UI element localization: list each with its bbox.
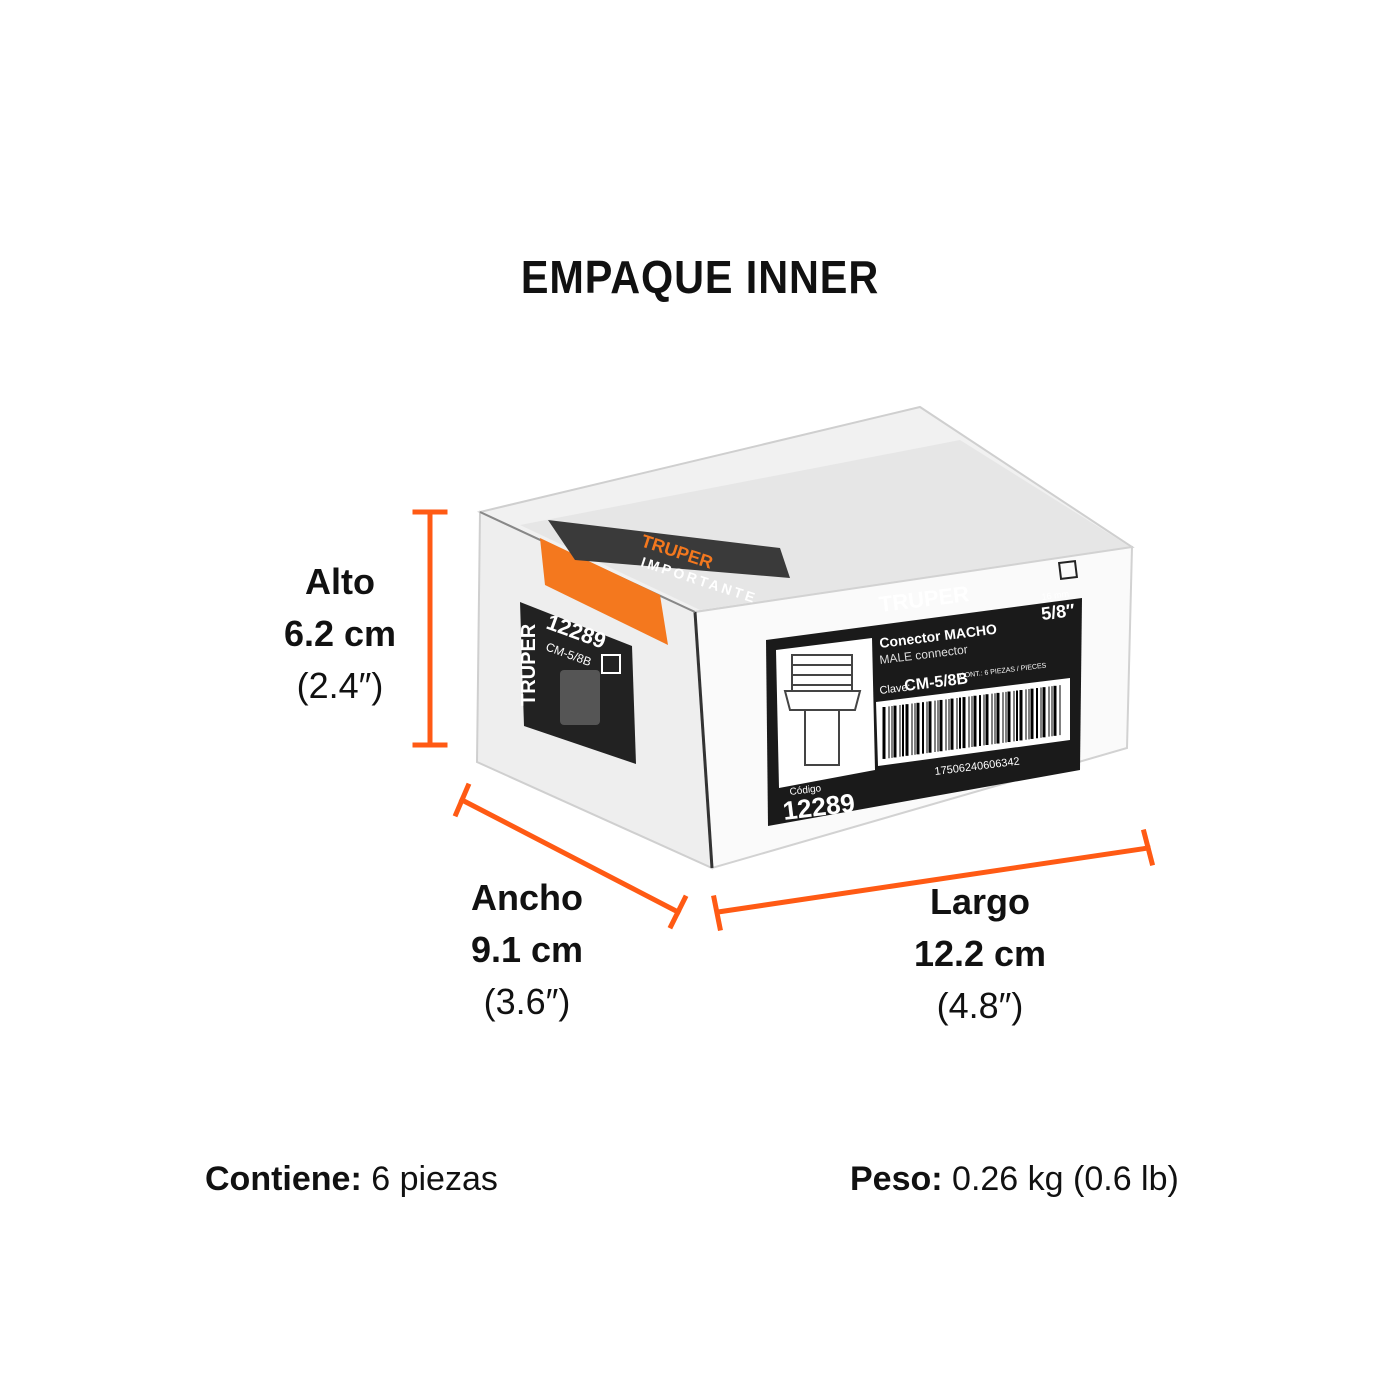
largo-metric: 12.2 cm xyxy=(913,933,1047,974)
orange-security-tape: TRUPER IMPORTANTE xyxy=(540,520,790,645)
contiene-info: Contiene: 6 piezas xyxy=(205,1160,498,1199)
peso-info: Peso: 0.26 kg (0.6 lb) xyxy=(850,1160,1179,1199)
ancho-dimension-line xyxy=(452,782,689,930)
contiene-value: 6 piezas xyxy=(371,1160,498,1198)
ancho-title: Ancho xyxy=(471,877,583,918)
label-codigo-label: Código xyxy=(789,783,822,798)
label-size-in: 5/8″ xyxy=(1040,600,1076,624)
alto-dimension-line xyxy=(412,509,448,748)
alto-metric: 6.2 cm xyxy=(283,613,397,654)
label-clave-label: Clave: xyxy=(879,681,911,697)
alto-imperial: (2.4″) xyxy=(296,665,384,706)
largo-label: Largo 12.2 cm (4.8″) xyxy=(870,876,1090,1032)
largo-title: Largo xyxy=(929,881,1030,922)
alto-label: Alto 6.2 cm (2.4″) xyxy=(240,556,440,712)
page-title: EMPAQUE INNER xyxy=(520,251,880,303)
ancho-imperial: (3.6″) xyxy=(483,981,571,1022)
alto-title: Alto xyxy=(305,561,375,602)
peso-label: Peso: xyxy=(850,1160,943,1198)
truper-logo-icon xyxy=(1057,559,1079,581)
largo-imperial: (4.8″) xyxy=(936,985,1024,1026)
peso-value: 0.26 kg (0.6 lb) xyxy=(952,1160,1179,1198)
side-brand: TRUPER xyxy=(518,623,540,706)
largo-dimension-line xyxy=(711,828,1156,931)
ancho-metric: 9.1 cm xyxy=(470,929,584,970)
contiene-label: Contiene: xyxy=(205,1160,362,1198)
ancho-label: Ancho 9.1 cm (3.6″) xyxy=(427,872,627,1028)
label-size-mm: 16 mm xyxy=(1041,589,1070,602)
